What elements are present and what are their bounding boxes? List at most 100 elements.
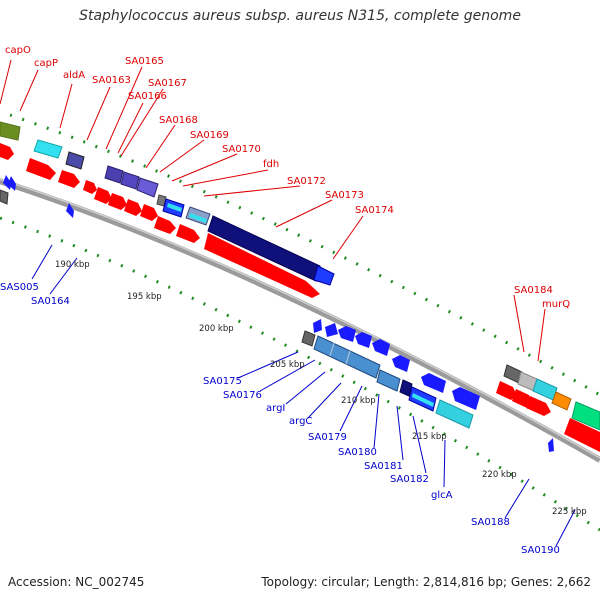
leader-SA0169: [159, 139, 205, 173]
label-SA0163[interactable]: SA0163: [92, 75, 131, 86]
arrow-fwd-4[interactable]: [83, 180, 97, 194]
label-SA0169[interactable]: SA0169: [190, 130, 229, 141]
gene-argI[interactable]: [376, 369, 401, 392]
label-aldA[interactable]: aldA: [63, 70, 85, 81]
accession-text: Accession: NC_002745: [8, 575, 145, 589]
genome-backbone: [0, 178, 600, 463]
arrow-rev-8[interactable]: [372, 339, 390, 356]
scale-225: 225 kbp: [552, 507, 587, 517]
arrow-fwd-5[interactable]: [94, 187, 112, 204]
label-SA0164[interactable]: SA0164: [31, 296, 70, 307]
label-glcA[interactable]: glcA: [431, 490, 453, 501]
arrow-fwd-11[interactable]: [204, 233, 320, 298]
label-SA0184[interactable]: SA0184: [514, 285, 553, 296]
label-SA0182[interactable]: SA0182: [390, 474, 429, 485]
label-SA0179[interactable]: SA0179: [308, 432, 347, 443]
gene-SAS005[interactable]: [0, 189, 9, 205]
gene-SA0170-core: [189, 213, 207, 223]
label-SA0170[interactable]: SA0170: [222, 144, 261, 155]
gene-capP[interactable]: [33, 139, 63, 159]
label-SA0188[interactable]: SA0188: [471, 517, 510, 528]
leader-SA0170: [171, 153, 238, 182]
arrow-rev-11[interactable]: [452, 387, 480, 410]
arrow-rev-4[interactable]: [313, 319, 322, 333]
leader-SA0165: [105, 66, 143, 150]
label-argI[interactable]: argI: [266, 403, 285, 414]
leader-SA0176: [259, 359, 316, 392]
arrow-fwd-9[interactable]: [154, 216, 176, 234]
leader-SA0167: [120, 88, 164, 157]
leader-fdh: [182, 169, 269, 187]
forward-gene-labels: capO capP aldA SA0163 SA0165 SA0167 SA01…: [5, 45, 570, 310]
arrow-rev-5[interactable]: [325, 323, 338, 337]
reverse-genes: [0, 189, 474, 429]
leader-SAS005: [31, 244, 53, 280]
label-SA0190[interactable]: SA0190: [521, 545, 560, 556]
arrow-fwd-7[interactable]: [124, 199, 142, 216]
leader-glcA: [443, 439, 446, 488]
label-fdh[interactable]: fdh: [263, 159, 279, 170]
gene-murQ-b[interactable]: [551, 391, 572, 411]
arrow-fwd-1[interactable]: [0, 143, 14, 160]
label-SA0181[interactable]: SA0181: [364, 461, 403, 472]
arrow-rev-6[interactable]: [338, 326, 356, 342]
topology-text: Topology: circular; Length: 2,814,816 bp…: [261, 575, 591, 589]
label-SA0167[interactable]: SA0167: [148, 78, 187, 89]
arrow-fwd-15[interactable]: [564, 418, 600, 452]
label-SA0180[interactable]: SA0180: [338, 447, 377, 458]
arrow-rev-1[interactable]: [3, 175, 11, 190]
arrow-fwd-12[interactable]: [496, 381, 517, 400]
leader-SA0179: [339, 385, 363, 432]
label-SAS005[interactable]: SAS005: [0, 282, 39, 293]
gene-SA0166[interactable]: [136, 177, 159, 198]
label-SA0172[interactable]: SA0172: [287, 176, 326, 187]
label-SA0168[interactable]: SA0168: [159, 115, 198, 126]
arrow-rev-3[interactable]: [66, 203, 74, 218]
arrow-rev-2[interactable]: [8, 176, 16, 191]
label-argC[interactable]: argC: [289, 416, 312, 427]
gene-SA0182[interactable]: [435, 399, 474, 429]
leader-SA0164: [49, 257, 78, 295]
label-SA0165[interactable]: SA0165: [125, 56, 164, 67]
gene-aldA[interactable]: [65, 151, 85, 170]
label-murQ[interactable]: murQ: [542, 299, 570, 310]
arrow-rev-9[interactable]: [392, 355, 410, 372]
arrow-rev-10[interactable]: [421, 373, 446, 393]
gene-SA0175[interactable]: [301, 330, 316, 347]
label-SA0173[interactable]: SA0173: [325, 190, 364, 201]
arrow-fwd-14[interactable]: [526, 396, 551, 416]
leader-SA0163: [86, 86, 111, 141]
label-SA0166[interactable]: SA0166: [128, 91, 167, 102]
leader-argC: [307, 382, 342, 419]
gene-SA0165[interactable]: [120, 171, 140, 190]
label-SA0174[interactable]: SA0174: [355, 205, 394, 216]
label-SA0176[interactable]: SA0176: [223, 390, 262, 401]
leader-capO: [0, 59, 12, 105]
arrow-fwd-3[interactable]: [58, 170, 80, 188]
arrow-fwd-8[interactable]: [140, 204, 158, 221]
label-capO[interactable]: capO: [5, 45, 31, 56]
gene-SA0179[interactable]: [399, 379, 413, 397]
gene-SA0174[interactable]: [313, 265, 335, 286]
gene-edge-green[interactable]: [571, 401, 600, 431]
gene-murQ[interactable]: [532, 378, 558, 401]
gene-SA0163[interactable]: [104, 165, 124, 184]
gene-capO[interactable]: [0, 121, 21, 141]
leader-SA0173: [275, 199, 333, 228]
arrow-rev-12[interactable]: [548, 438, 554, 452]
arrow-fwd-10[interactable]: [176, 224, 200, 243]
label-SA0175[interactable]: SA0175: [203, 376, 242, 387]
arrow-fwd-2[interactable]: [26, 158, 56, 180]
arrow-fwd-6[interactable]: [108, 193, 127, 210]
gene-SA0176[interactable]: [313, 335, 381, 379]
gene-divider-1: [329, 342, 335, 357]
leader-SA0182: [412, 415, 427, 474]
label-capP[interactable]: capP: [34, 58, 58, 69]
gene-SA0169-core: [167, 203, 182, 212]
arrow-rev-7[interactable]: [355, 332, 372, 348]
genome-backbone-highlight: [0, 178, 600, 459]
leader-SA0174: [332, 215, 364, 260]
forward-arrows: [0, 143, 600, 452]
scale-215: 215 kbp: [412, 432, 447, 442]
